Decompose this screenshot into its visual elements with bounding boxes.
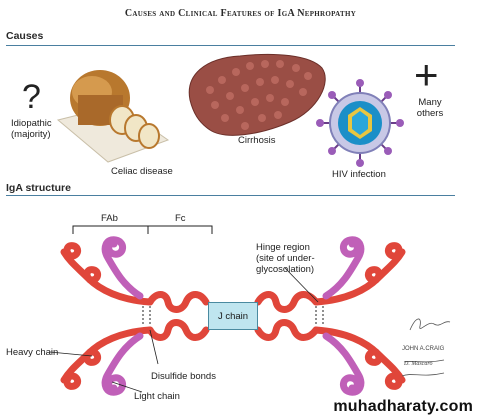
heavy-chain-left-fc-upper [146,291,210,313]
hiv-label: HIV infection [332,169,386,180]
plus-icon: + [414,51,439,98]
question-mark-icon: ? [22,78,41,116]
causes-divider [6,45,455,46]
heavy-chain-right-fc-upper [254,291,320,313]
heavy-chain-label: Heavy chain [6,347,59,358]
causes-illustrations [56,53,404,167]
j-chain-box: J chain [208,302,258,330]
cirrhosis-label: Cirrhosis [238,135,276,146]
heavy-chain-left-fc-lower [146,319,210,341]
bread-icon [56,70,170,163]
light-chain-label: Light chain [134,391,180,402]
watermark: muhadharaty.com [333,398,473,415]
signature-line-2: D. Mascaro [404,361,433,367]
light-chain-left-upper [101,236,144,300]
fab-fc-brackets [72,225,213,234]
hinge-region-note-1: (site of under- [256,253,315,264]
leader-lines [49,267,319,393]
disulfide-bonds [142,306,324,326]
idiopathic-label: Idiopathic [11,118,52,129]
liver-icon [188,53,326,136]
hinge-region-note-2: glycosolation) [256,264,315,275]
artist-signature [401,318,451,377]
heavy-chain-right-fc-lower [254,319,320,341]
celiac-label: Celiac disease [111,166,173,177]
section-causes-heading: Causes [6,30,44,42]
disulfide-bonds-label: Disulfide bonds [151,371,216,382]
others-label: others [416,108,444,119]
fab-label: FAb [101,213,118,224]
light-chain-right-lower [322,332,365,396]
hinge-region-label: Hinge region [256,242,310,253]
fc-label: Fc [175,213,186,224]
light-chain-right-upper [322,236,365,300]
many-label: Many [418,97,442,108]
signature-line-1: JOHN A.CRAIG [402,346,445,352]
light-chains [101,236,365,396]
light-chain-left-lower [101,332,144,396]
page-title: Causes and Clinical Features of IgA Neph… [124,8,357,19]
section-structure-heading: IgA structure [6,182,71,194]
structure-divider [6,195,455,196]
hiv-virus-icon [316,79,404,167]
heavy-chains [60,242,406,390]
idiopathic-note: (majority) [11,129,51,140]
